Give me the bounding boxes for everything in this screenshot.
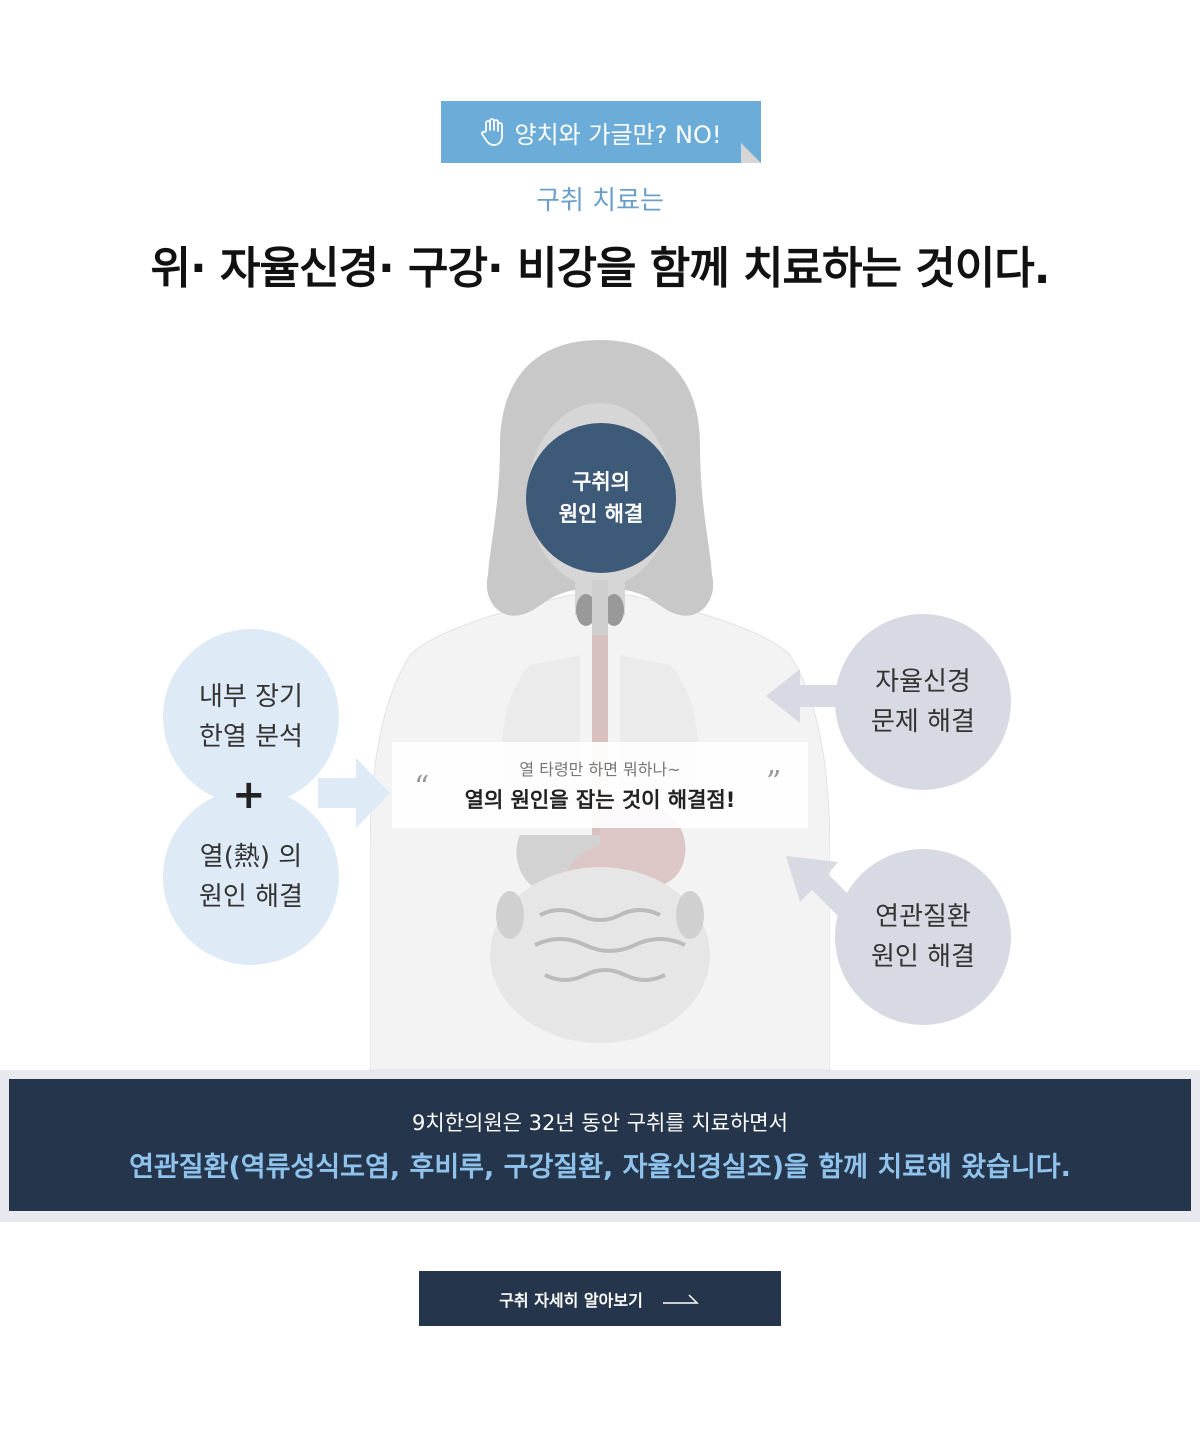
right-bottom-circle: 연관질환 원인 해결 [835, 849, 1011, 1025]
right-top-line2: 문제 해결 [871, 707, 975, 737]
plus-sign: + [232, 772, 266, 818]
left-top-line1: 내부 장기 [199, 682, 303, 712]
subtitle: 구취 치료는 [536, 186, 664, 216]
banner-line1: 9치한의원은 32년 동안 구취를 치료하면서 [412, 1110, 788, 1135]
arrow-up-left-icon [786, 856, 866, 928]
arrow-left-icon [766, 669, 840, 723]
main-circle-line1: 구취의 [572, 470, 630, 494]
right-bottom-line2: 원인 해결 [871, 942, 975, 972]
main-circle: 구취의 원인 해결 [526, 423, 676, 573]
page-title: 위· 자율신경· 구강· 비강을 함께 치료하는 것이다. [150, 243, 1051, 294]
open-quote-mark: “ [414, 770, 430, 805]
main-circle-line2: 원인 해결 [558, 502, 644, 526]
right-top-line1: 자율신경 [875, 667, 971, 697]
quote-small: 열 타령만 하면 뭐하나~ [519, 760, 681, 779]
quote-main: 열의 원인을 잡는 것이 해결점! [464, 788, 736, 812]
arrow-right-icon [318, 758, 390, 828]
tag-label: 양치와 가글만? NO! [441, 101, 761, 163]
tag-text: 양치와 가글만? NO! [514, 120, 722, 149]
learn-more-button[interactable]: 구취 자세히 알아보기 [419, 1271, 781, 1326]
left-bottom-circle: 열(熱) 의 원인 해결 [163, 789, 339, 965]
learn-more-label: 구취 자세히 알아보기 [499, 1290, 643, 1310]
right-top-circle: 자율신경 문제 해결 [835, 614, 1011, 790]
right-bottom-line1: 연관질환 [875, 902, 971, 932]
left-bottom-line2: 원인 해결 [199, 882, 303, 912]
info-banner: 9치한의원은 32년 동안 구취를 치료하면서 연관질환(역류성식도염, 후비루… [9, 1079, 1191, 1211]
arrow-right-icon [662, 1293, 699, 1304]
left-top-circle: 내부 장기 한열 분석 [163, 629, 339, 805]
quote-box: 열 타령만 하면 뭐하나~ 열의 원인을 잡는 것이 해결점! [392, 742, 808, 828]
close-quote-mark: ” [766, 765, 782, 800]
banner-line2: 연관질환(역류성식도염, 후비루, 구강질환, 자율신경실조)을 함께 치료해 … [129, 1151, 1071, 1183]
hand-icon [480, 118, 503, 146]
tag-fold [741, 143, 761, 163]
left-top-line2: 한열 분석 [199, 722, 303, 752]
left-bottom-line1: 열(熱) 의 [199, 842, 303, 872]
